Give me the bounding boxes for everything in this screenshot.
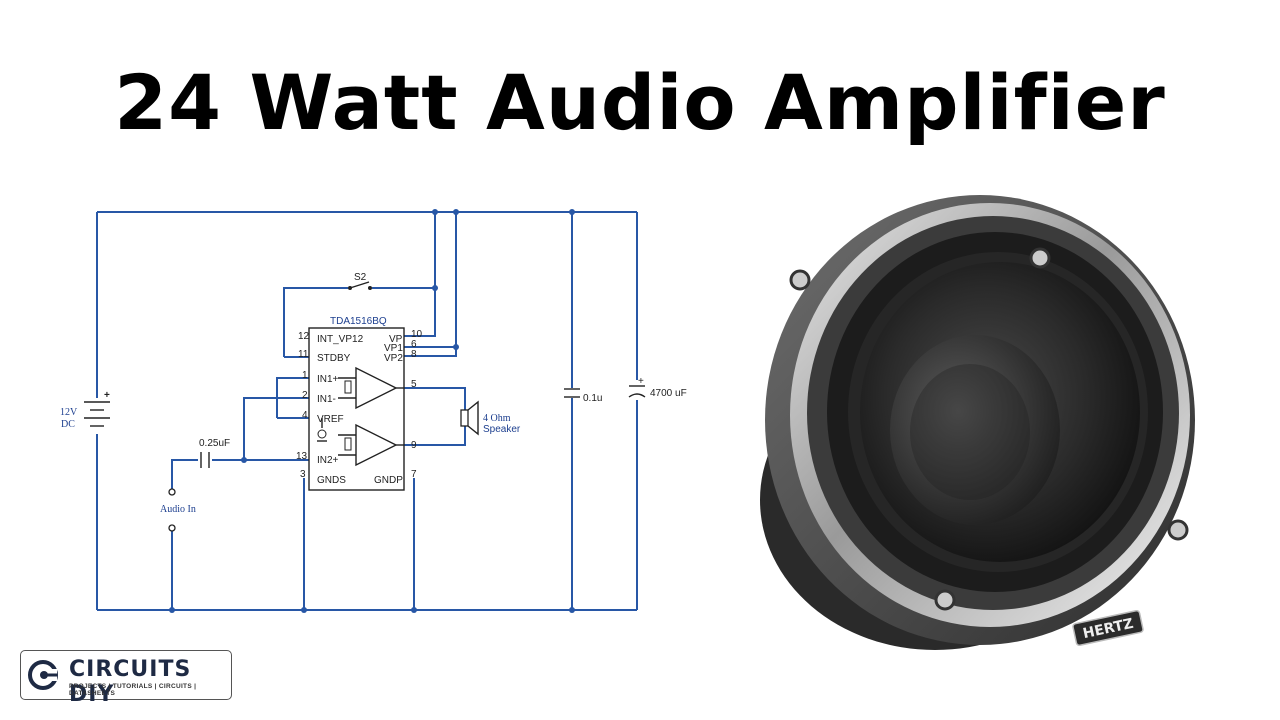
battery-label-dc: DC [61,419,75,430]
pin-num-6: 6 [411,339,417,350]
switch-wire [283,287,435,357]
ic-name: TDA1516BQ [330,316,387,327]
input-terminal-top [168,488,176,496]
page-title: 24 Watt Audio Amplifier [114,58,1166,147]
input-terminal-bottom [168,524,176,532]
cap2-label: 4700 uF [650,388,687,399]
speaker-symbol [460,400,479,436]
pin-num-1: 1 [302,370,308,381]
pin-name-vp: VP [389,334,403,345]
pin-name-vp2: VP2 [384,353,403,364]
logo-icon [28,660,58,690]
pin-name-gnds: GNDS [317,475,346,486]
pin-num-13: 13 [296,451,308,462]
speaker-label: Speaker [483,424,521,435]
opamp-symbol-1 [338,366,404,410]
pin-name-in1p: IN1+ [317,374,339,385]
pin-num-2: 2 [302,390,308,401]
input-cap-label: 0.25uF [199,438,230,449]
input-wire [171,459,309,492]
pin-name-vp1: VP1 [384,343,403,354]
vref-cap-symbol [317,418,327,442]
pin-name-stdby: STDBY [317,353,351,364]
pin-num-11: 11 [298,349,309,360]
brand-logo[interactable]: CIRCUITS DIY PROJECTS | TUTORIALS | CIRC… [20,650,232,707]
pin-num-10: 10 [411,329,423,340]
audio-in-label: Audio In [160,504,196,515]
cap2-plus: + [638,376,644,387]
pin-num-4: 4 [302,410,308,421]
speaker-illustration: HERTZ [760,195,1195,650]
cap1-label: 0.1u [583,393,602,404]
cap1-symbol [564,388,580,398]
input-capacitor-symbol [200,452,210,468]
switch-symbol [348,281,372,290]
pin-name-in2p: IN2+ [317,455,339,466]
speaker-wire [404,387,466,446]
battery-label: 12V [60,407,78,418]
junction-dots [169,209,575,613]
logo-name: CIRCUITS DIY [69,657,192,707]
pin-num-12: 12 [298,331,310,342]
speaker-label-ohm: 4 Ohm [483,413,511,424]
pin-num-9: 9 [411,440,417,451]
pin-name-vref: VREF [317,414,344,425]
pin-num-7: 7 [411,469,417,480]
battery-plus: + [104,390,110,401]
logo-tagline: PROJECTS | TUTORIALS | CIRCUITS | DATASH… [69,683,197,697]
pin-name-in1m: IN1- [317,394,336,405]
pin-name-int-vp12: INT_VP12 [317,334,364,345]
pin-num-5: 5 [411,379,417,390]
in1-wire [243,377,309,460]
battery-symbol [84,401,110,427]
switch-label: S2 [354,272,367,283]
pin-name-gndp: GNDP [374,475,403,486]
pin-num-8: 8 [411,349,417,360]
pin-num-3: 3 [300,469,306,480]
opamp-symbol-2 [338,423,404,467]
cap2-symbol [628,385,646,398]
vp-feed-wire [404,212,436,337]
